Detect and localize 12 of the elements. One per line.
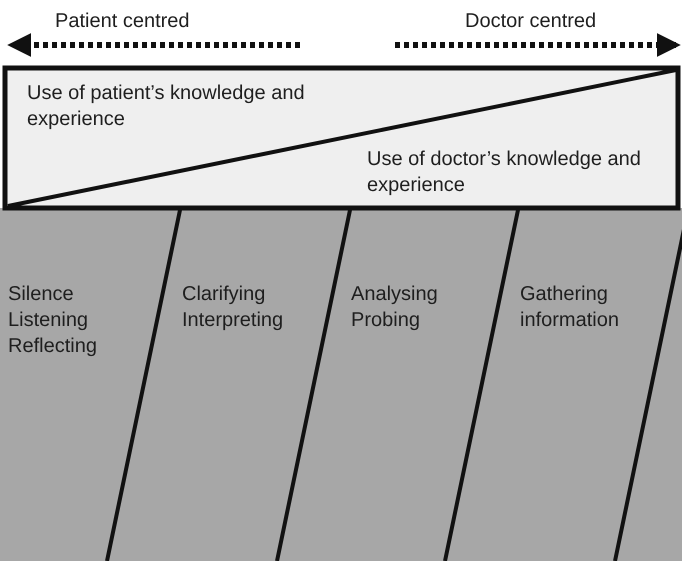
direction-label: Patient centred xyxy=(55,9,190,34)
skill-label: Analysing xyxy=(351,282,438,307)
direction-label: Doctor centred xyxy=(465,9,596,34)
skill-label: Listening xyxy=(8,308,88,333)
skill-label: Gathering information xyxy=(520,282,620,333)
region-label: Use of doctor’s knowledge and experience xyxy=(367,146,662,198)
region-label: Use of patient’s knowledge and experience xyxy=(27,80,372,132)
skill-label: Probing xyxy=(351,308,420,333)
skill-label: Reflecting xyxy=(8,334,97,359)
skill-label: Interpreting xyxy=(182,308,284,333)
skill-label: Clarifying xyxy=(182,282,266,307)
skill-label: Silence xyxy=(8,282,74,307)
